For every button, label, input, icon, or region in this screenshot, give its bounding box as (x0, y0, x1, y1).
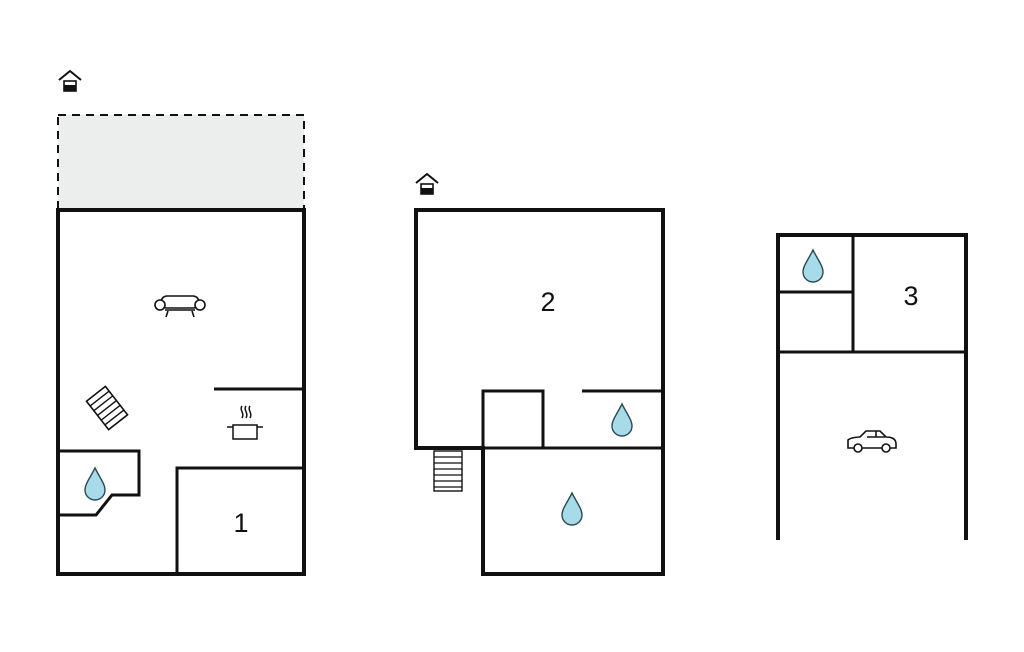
outer-wall (56, 208, 306, 576)
water-drop-icon (611, 403, 633, 437)
water-drop-icon (84, 467, 106, 501)
water-drop-icon (802, 249, 824, 283)
floor-plan-1 (56, 114, 306, 576)
stairs-icon (433, 450, 463, 492)
floor-plan-3 (776, 233, 968, 540)
outer-wall (776, 233, 968, 540)
car-icon (847, 430, 897, 453)
room-label-1: 1 (233, 508, 248, 538)
water-drop-icon (561, 492, 583, 526)
terrace (57, 114, 305, 211)
entrance-icon-2 (415, 173, 439, 195)
cooking-pot-icon (227, 405, 263, 440)
room-label-3: 3 (903, 281, 918, 311)
stairs-icon (85, 385, 129, 431)
floor-plan-2 (414, 208, 665, 576)
room-label-2: 2 (540, 287, 555, 317)
outer-wall (414, 208, 665, 576)
entrance-icon-1 (58, 70, 82, 92)
sofa-icon (154, 295, 206, 318)
closet-wall (481, 389, 545, 448)
bedroom-1-wall (175, 466, 304, 574)
bathroom-wall (58, 449, 141, 517)
